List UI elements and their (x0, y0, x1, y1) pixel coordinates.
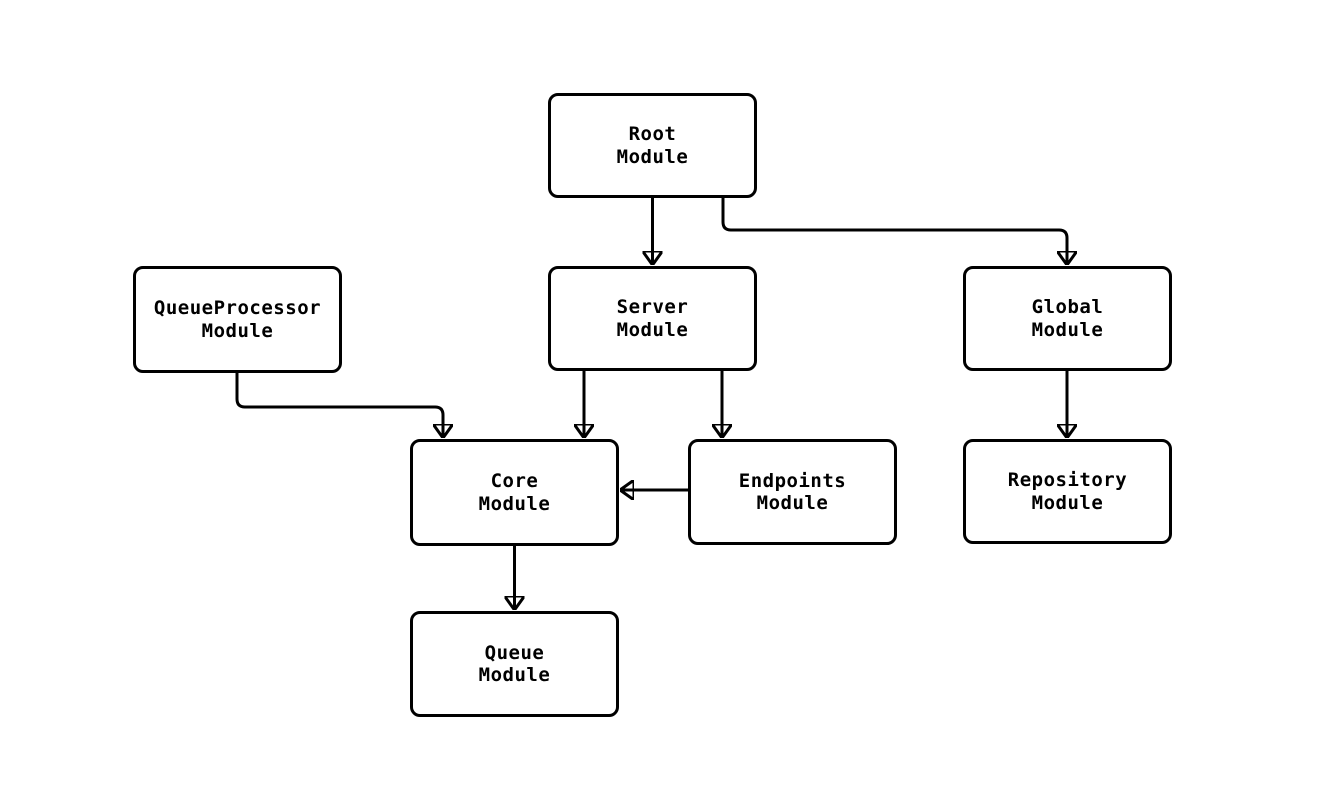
node-server-module-label: Server Module (616, 296, 689, 341)
node-root-module-label: Root Module (616, 123, 689, 168)
edge-root-to-global (721, 198, 1067, 263)
node-repository-module-label: Repository Module (1007, 469, 1128, 514)
node-queueprocessor-module: QueueProcessor Module (133, 266, 342, 373)
node-queue-module-label: Queue Module (478, 641, 551, 686)
node-queue-module: Queue Module (410, 611, 619, 717)
edge-queueprocessor-to-core (235, 373, 443, 436)
node-global-module: Global Module (963, 266, 1172, 371)
node-repository-module: Repository Module (963, 439, 1172, 544)
node-global-module-label: Global Module (1031, 296, 1104, 341)
node-root-module: Root Module (548, 93, 757, 198)
node-core-module-label: Core Module (478, 470, 551, 515)
node-server-module: Server Module (548, 266, 757, 371)
node-queueprocessor-module-label: QueueProcessor Module (153, 297, 322, 342)
node-endpoints-module-label: Endpoints Module (738, 469, 847, 514)
node-endpoints-module: Endpoints Module (688, 439, 897, 545)
node-core-module: Core Module (410, 439, 619, 546)
